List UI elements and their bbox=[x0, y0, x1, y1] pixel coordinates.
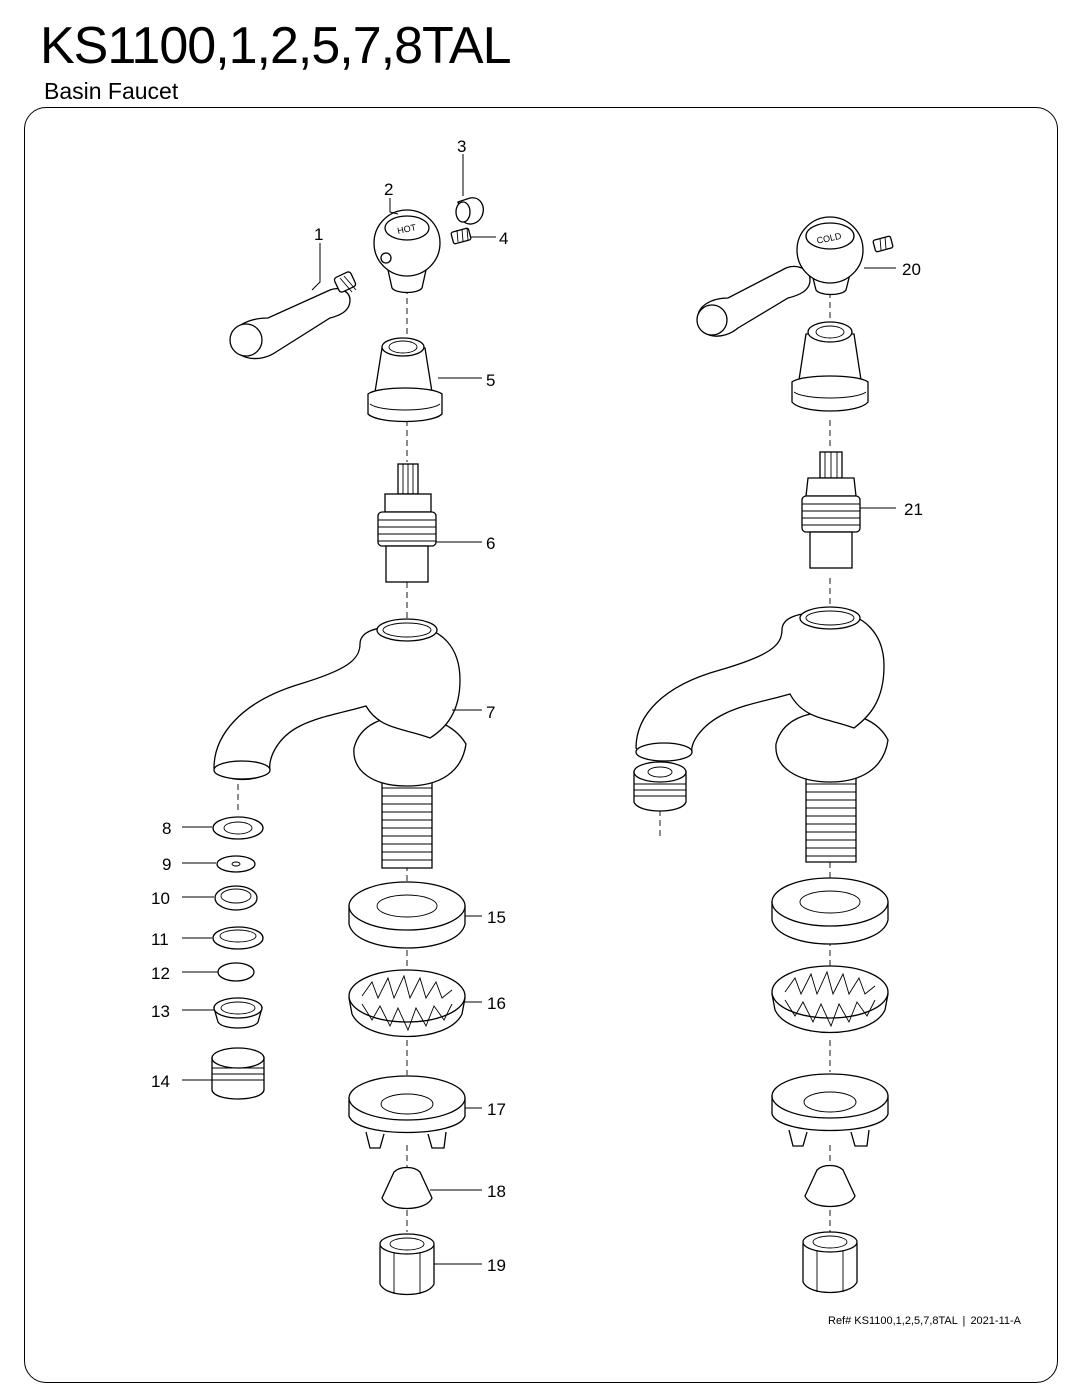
callout-18: 18 bbox=[487, 1182, 506, 1201]
callout-17: 17 bbox=[487, 1100, 506, 1119]
reference-footer: Ref# KS1100,1,2,5,7,8TAL | 2021-11-A bbox=[828, 1314, 1021, 1328]
page-title: KS1100,1,2,5,7,8TAL bbox=[40, 17, 512, 75]
cold-coupling-nut bbox=[802, 1231, 858, 1294]
aerator-washer-8 bbox=[212, 816, 264, 840]
revision-date: 2021-11-A bbox=[970, 1315, 1021, 1327]
hot-assembly: HOT bbox=[211, 197, 484, 1296]
callout-20: 20 bbox=[902, 260, 921, 279]
cold-mounting-nut bbox=[771, 1073, 889, 1147]
callout-10: 10 bbox=[151, 889, 170, 908]
callout-7: 7 bbox=[486, 703, 495, 722]
valve-cartridge bbox=[377, 463, 437, 583]
callout-19: 19 bbox=[487, 1256, 506, 1275]
callout-8: 8 bbox=[162, 819, 171, 838]
callout-1: 1 bbox=[314, 225, 323, 244]
cold-valve-cartridge bbox=[801, 451, 861, 569]
callout-21: 21 bbox=[904, 500, 923, 519]
callout-16: 16 bbox=[487, 994, 506, 1013]
cap-button bbox=[455, 197, 484, 225]
callout-12: 12 bbox=[151, 964, 170, 983]
callout-15: 15 bbox=[487, 908, 506, 927]
callout-3: 3 bbox=[457, 137, 466, 156]
flat-washer bbox=[348, 881, 466, 949]
cold-handle-hub: COLD bbox=[796, 216, 864, 296]
cold-lock-washer bbox=[771, 965, 889, 1034]
bonnet-adapter bbox=[367, 337, 443, 423]
callout-11: 11 bbox=[151, 930, 169, 949]
callout-9: 9 bbox=[162, 855, 171, 874]
aerator-mesh-12 bbox=[217, 962, 255, 982]
cold-cone-washer bbox=[804, 1164, 856, 1208]
aerator-disc-9 bbox=[216, 855, 256, 873]
diagram-frame bbox=[24, 107, 1058, 1383]
faucet-body bbox=[213, 618, 467, 869]
leader-lines bbox=[182, 154, 896, 1265]
cold-lever-handle bbox=[696, 265, 811, 337]
callout-5: 5 bbox=[486, 371, 495, 390]
coupling-nut bbox=[379, 1233, 435, 1296]
reference-number: Ref# KS1100,1,2,5,7,8TAL bbox=[828, 1315, 958, 1327]
callout-6: 6 bbox=[486, 534, 495, 553]
handle-hub: HOT bbox=[373, 209, 441, 294]
aerator-housing-14 bbox=[211, 1047, 265, 1100]
cold-aerator bbox=[633, 761, 687, 812]
cold-assembly: COLD bbox=[633, 216, 894, 1294]
callout-13: 13 bbox=[151, 1002, 170, 1021]
hot-marking: HOT bbox=[396, 222, 417, 236]
page-subtitle: Basin Faucet bbox=[44, 78, 179, 104]
callout-4: 4 bbox=[499, 229, 508, 248]
callout-numbers: 1 2 3 4 5 6 7 8 9 10 11 12 13 14 15 16 1… bbox=[151, 137, 923, 1275]
cold-faucet-body bbox=[635, 606, 889, 863]
footer-separator: | bbox=[962, 1315, 966, 1327]
lock-washer bbox=[348, 969, 466, 1038]
callout-2: 2 bbox=[384, 180, 393, 199]
lever-handle bbox=[229, 271, 357, 360]
cone-washer bbox=[381, 1166, 433, 1210]
cold-set-screw bbox=[872, 235, 894, 253]
set-screw bbox=[450, 227, 472, 245]
cold-flat-washer bbox=[771, 877, 889, 945]
aerator-ring-11 bbox=[212, 926, 264, 950]
mounting-nut bbox=[348, 1075, 466, 1149]
cold-bonnet-adapter bbox=[791, 321, 869, 412]
aerator-insert-13 bbox=[213, 997, 263, 1029]
callout-14: 14 bbox=[151, 1072, 170, 1091]
aerator-screen-10 bbox=[214, 885, 258, 911]
